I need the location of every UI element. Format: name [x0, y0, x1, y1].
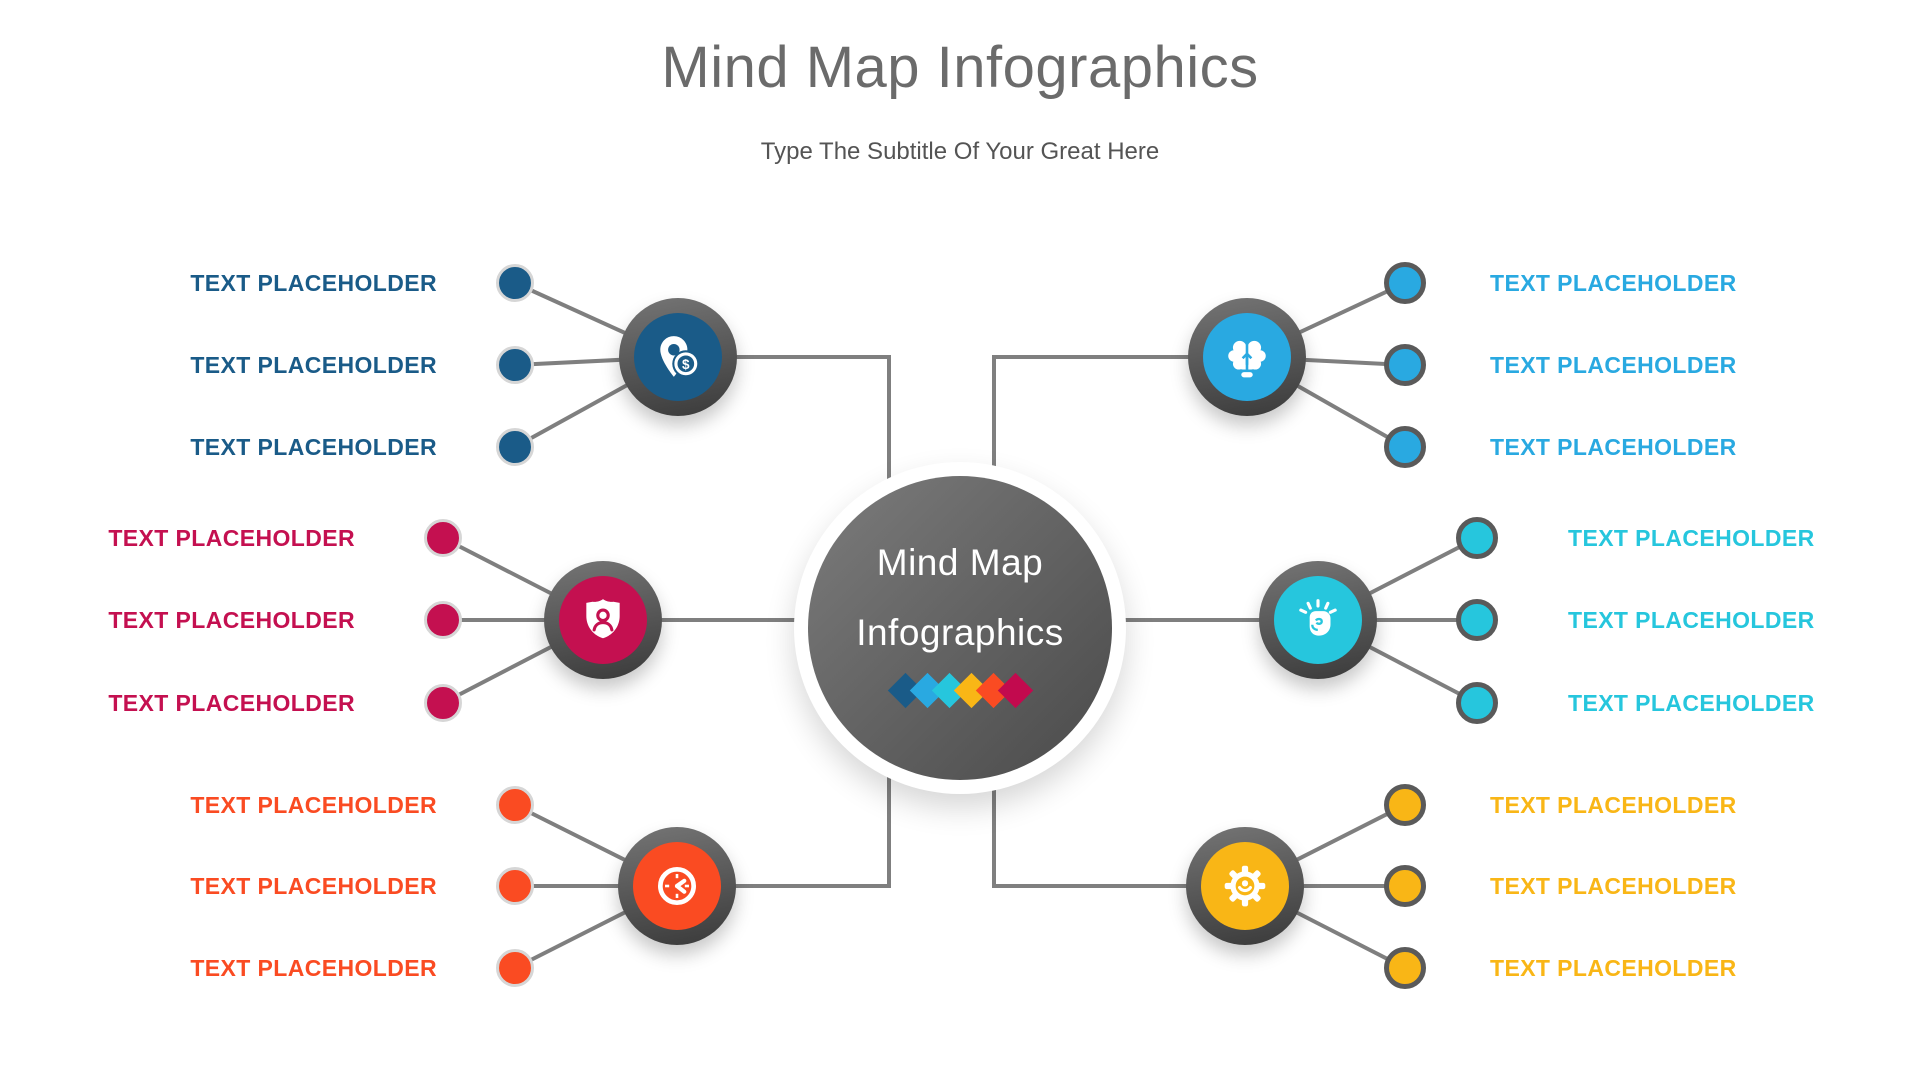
bullet-dot — [1456, 517, 1498, 559]
branch-label: TEXT PLACEHOLDER — [1490, 434, 1737, 460]
bullet-dot — [1384, 865, 1426, 907]
branch-label: TEXT PLACEHOLDER — [1568, 607, 1815, 633]
money-location-icon: $ — [660, 336, 700, 378]
bullet-dot — [1384, 426, 1426, 468]
hub-bottom-right — [1186, 827, 1304, 945]
bullet-dot — [1456, 682, 1498, 724]
page-title: Mind Map Infographics — [661, 35, 1259, 100]
hub-top-left: $ — [619, 298, 737, 416]
hub-disc — [1203, 313, 1291, 401]
branch-label: TEXT PLACEHOLDER — [190, 352, 437, 378]
bullet-dot — [496, 949, 534, 987]
bullet-dot — [1384, 262, 1426, 304]
bullet-dot — [496, 264, 534, 302]
bullet-dot — [496, 867, 534, 905]
hub-disc: $ — [634, 313, 722, 401]
bullet-dot — [424, 519, 462, 557]
branch-label: TEXT PLACEHOLDER — [190, 270, 437, 296]
gear-person-icon — [1224, 865, 1266, 907]
shield-user-icon — [586, 599, 620, 639]
hub-disc — [1201, 842, 1289, 930]
branch-label: TEXT PLACEHOLDER — [1490, 955, 1737, 981]
bullet-dot — [1384, 947, 1426, 989]
hub-top-right — [1188, 298, 1306, 416]
center-title-line2: Infographics — [856, 612, 1064, 653]
branch-label: TEXT PLACEHOLDER — [190, 792, 437, 818]
branch-label: TEXT PLACEHOLDER — [190, 955, 437, 981]
branch-label: TEXT PLACEHOLDER — [108, 525, 355, 551]
center-disc: Mind Map Infographics — [808, 476, 1112, 780]
hub-middle-left — [544, 561, 662, 679]
bullet-dot — [424, 601, 462, 639]
page-subtitle: Type The Subtitle Of Your Great Here — [760, 138, 1160, 165]
center-circle: Mind Map Infographics — [794, 462, 1126, 794]
hub-middle-right — [1259, 561, 1377, 679]
branch-label: TEXT PLACEHOLDER — [190, 434, 437, 460]
bullet-dot — [424, 684, 462, 722]
bullet-dot — [496, 428, 534, 466]
branch-label: TEXT PLACEHOLDER — [1490, 873, 1737, 899]
brain-idea-icon — [1228, 340, 1266, 378]
clock-icon — [657, 866, 697, 906]
hub-disc — [559, 576, 647, 664]
branch-label: TEXT PLACEHOLDER — [108, 607, 355, 633]
bullet-dot — [1384, 784, 1426, 826]
branch-label: TEXT PLACEHOLDER — [1568, 525, 1815, 551]
diamond — [997, 672, 1033, 709]
branch-label: TEXT PLACEHOLDER — [1568, 690, 1815, 716]
center-title-line1: Mind Map — [876, 542, 1044, 583]
branch-label: TEXT PLACEHOLDER — [1490, 792, 1737, 818]
branch-label: TEXT PLACEHOLDER — [1490, 270, 1737, 296]
bullet-dot — [1456, 599, 1498, 641]
bullet-dot — [1384, 344, 1426, 386]
svg-text:$: $ — [682, 357, 690, 372]
branch-label: TEXT PLACEHOLDER — [190, 873, 437, 899]
branch-label: TEXT PLACEHOLDER — [1490, 352, 1737, 378]
bullet-dot — [496, 346, 534, 384]
branch-label: TEXT PLACEHOLDER — [108, 690, 355, 716]
hub-bottom-left — [618, 827, 736, 945]
fist-inspiration-icon — [1299, 599, 1337, 636]
diamond-decoration — [808, 672, 1112, 709]
bullet-dot — [496, 786, 534, 824]
hub-disc — [633, 842, 721, 930]
hub-disc — [1274, 576, 1362, 664]
